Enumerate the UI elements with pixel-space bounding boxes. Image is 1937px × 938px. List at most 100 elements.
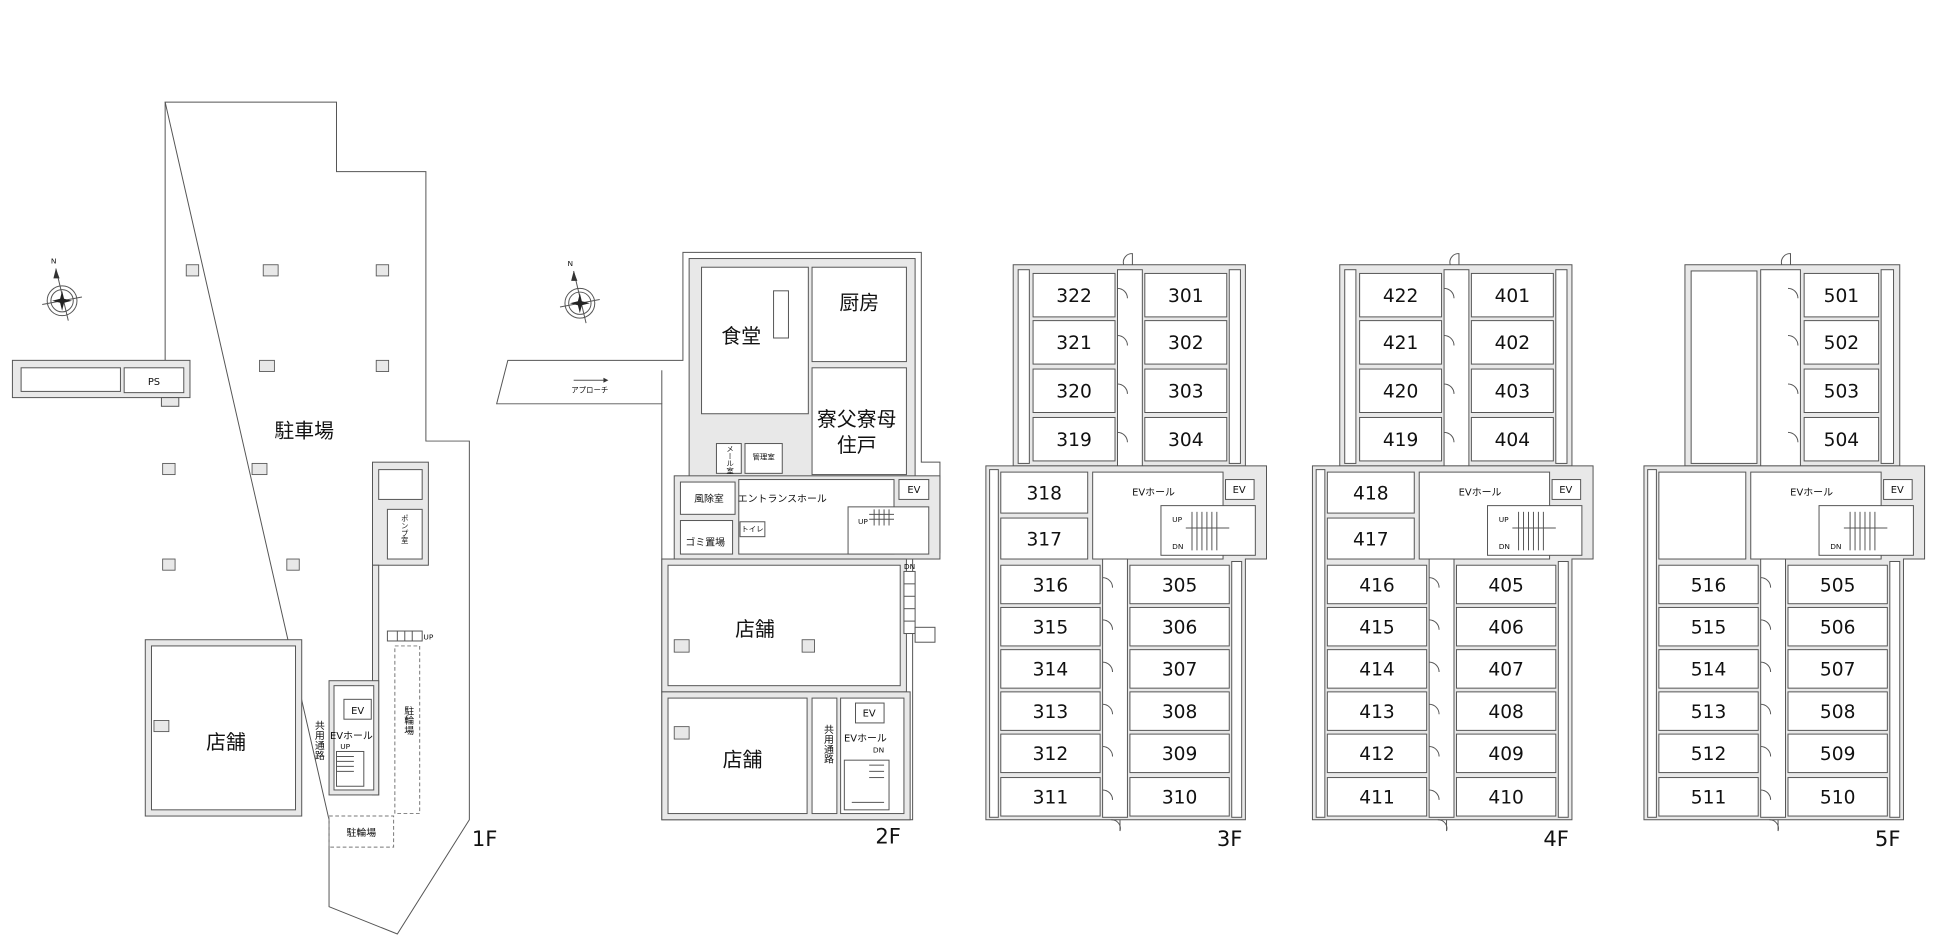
- ev-hall-label: EVホール: [1132, 487, 1175, 499]
- room-number: 512: [1691, 744, 1727, 765]
- door-icon: [1117, 383, 1128, 394]
- room-box: [1455, 564, 1557, 605]
- kitchen-label: 厨房: [839, 291, 879, 314]
- admin-room: [744, 443, 783, 474]
- dining-label: 食堂: [721, 325, 761, 348]
- room-box: [1658, 691, 1759, 731]
- room-box: [1000, 606, 1101, 647]
- room: 309: [1129, 733, 1230, 774]
- store-lower: [667, 697, 808, 815]
- elevator: [1225, 479, 1255, 500]
- ev-hall-lower-label: EVホール: [844, 733, 887, 745]
- room: 405: [1455, 564, 1557, 605]
- mail-room-label: メール室: [725, 445, 734, 475]
- stair-dn-label: DN: [904, 562, 915, 571]
- door-icon: [1429, 577, 1440, 588]
- room: 319: [1032, 416, 1116, 462]
- hall-extension: [1658, 471, 1747, 560]
- room-number: 316: [1033, 575, 1069, 596]
- column: [162, 462, 176, 476]
- room: 503: [1803, 368, 1880, 414]
- door-icon: [1102, 661, 1114, 673]
- door-icon: [1444, 431, 1455, 443]
- ev-hall-1f: EV EVホール UP: [328, 680, 380, 796]
- room: 315: [1000, 606, 1101, 647]
- elevator: [1551, 479, 1582, 500]
- room-number: 314: [1033, 660, 1069, 681]
- room-number: 516: [1691, 575, 1727, 596]
- room-box: [1787, 649, 1888, 689]
- elevator: [855, 702, 885, 724]
- ev-label: EV: [1233, 485, 1246, 496]
- door-icon: [1102, 703, 1114, 715]
- elevator: [1883, 479, 1913, 500]
- column: [286, 558, 300, 571]
- door-icon: [1117, 431, 1128, 443]
- ev-hall-label: EVホール: [1459, 487, 1502, 499]
- kitchen: [811, 266, 907, 363]
- balcony: [1557, 561, 1569, 818]
- room: 304: [1144, 416, 1228, 462]
- door-icon: [1769, 819, 1779, 832]
- room-number: 304: [1168, 430, 1204, 451]
- mail-room: [715, 443, 742, 474]
- open-area: [1690, 270, 1758, 464]
- common-passage-label: 共用通路: [821, 724, 833, 765]
- room-number: 306: [1162, 618, 1198, 639]
- door-icon: [1444, 383, 1455, 394]
- room: 409: [1455, 733, 1557, 774]
- room: 411: [1326, 777, 1428, 817]
- dining-room: [701, 266, 809, 415]
- room-box: [1470, 272, 1554, 318]
- room: 322: [1032, 272, 1116, 318]
- balcony: [989, 469, 999, 818]
- door-icon: [1444, 335, 1455, 346]
- room: 321: [1032, 320, 1116, 365]
- ps-strip: PS: [11, 359, 191, 407]
- bike-parking-side-label: 駐輪場: [402, 704, 414, 736]
- store-upper: [667, 564, 901, 687]
- parking-label: 駐車場: [274, 419, 334, 442]
- compass-north-label: N: [567, 259, 573, 268]
- room: 401: [1470, 272, 1554, 318]
- room: 310: [1129, 777, 1230, 817]
- windbreak-room: [679, 481, 736, 515]
- balcony: [1315, 469, 1326, 818]
- pump-room-label: ポンプ室: [400, 514, 409, 544]
- room-box: [1803, 416, 1880, 462]
- room-number: 510: [1820, 788, 1856, 809]
- balcony: [1647, 469, 1657, 818]
- room-box: [1326, 517, 1415, 560]
- room-box: [1658, 649, 1759, 689]
- room-box: [1359, 272, 1443, 318]
- room-number: 515: [1691, 618, 1727, 639]
- room-box: [1129, 606, 1230, 647]
- room-number: 501: [1824, 286, 1860, 307]
- room-box: [1032, 368, 1116, 414]
- column: [262, 264, 279, 277]
- room-number: 309: [1162, 744, 1198, 765]
- floor-label-2f: 2F: [875, 823, 901, 848]
- room: 316: [1000, 564, 1101, 605]
- room: 422: [1359, 272, 1443, 318]
- room-box: [1129, 733, 1230, 774]
- room: 302: [1144, 320, 1228, 365]
- room-box: [1000, 471, 1089, 514]
- stair-icon: [1818, 505, 1914, 556]
- room-box: [1032, 320, 1116, 365]
- balcony: [1344, 269, 1357, 464]
- room-number: 302: [1168, 333, 1204, 354]
- bike-parking-side: [394, 645, 421, 815]
- room-number: 319: [1056, 430, 1092, 451]
- room-number: 503: [1824, 382, 1860, 403]
- door-icon: [1760, 577, 1772, 588]
- room: 320: [1032, 368, 1116, 414]
- room: 505: [1787, 564, 1888, 605]
- floor-2f: N アプローチ 食堂 厨房 寮父寮母 住戸 メール室 管理室 風除室 エントラン…: [496, 251, 941, 848]
- room-number: 417: [1353, 529, 1389, 550]
- room-box: [1787, 733, 1888, 774]
- room-number: 508: [1820, 702, 1856, 723]
- dn-label: DN: [1172, 542, 1183, 551]
- elevator: [343, 698, 372, 720]
